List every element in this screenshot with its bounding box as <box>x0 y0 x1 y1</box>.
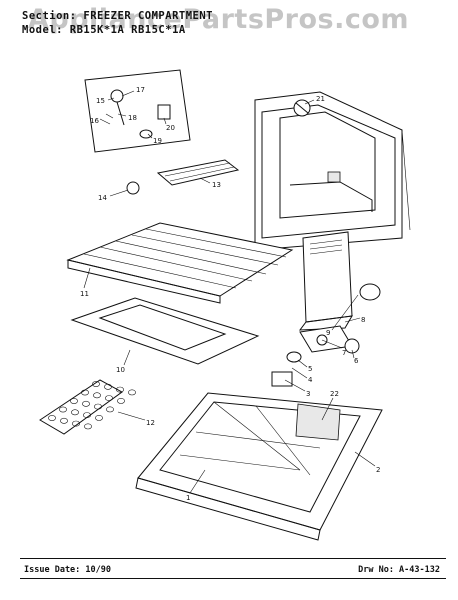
ice-cube-cell <box>48 415 56 421</box>
ice-cube-cell <box>94 403 102 410</box>
callout-leaders <box>83 90 376 494</box>
callout-19: 19 <box>153 137 162 145</box>
panel-10 <box>70 297 260 365</box>
callout-7: 7 <box>342 349 346 357</box>
callout-labels: 1 2 3 4 5 6 7 8 9 10 11 12 13 14 15 16 1… <box>80 86 380 502</box>
ice-cube-cell <box>84 423 92 430</box>
ice-cube-cell <box>81 389 89 396</box>
ice-tray-12 <box>39 379 136 435</box>
callout-15: 15 <box>96 97 105 105</box>
callout-17: 17 <box>136 86 145 94</box>
callout-4: 4 <box>308 376 313 384</box>
callout-16: 16 <box>90 117 99 125</box>
ice-cube-cell <box>106 406 114 413</box>
ice-cube-cell <box>128 389 136 396</box>
callout-12: 12 <box>146 419 155 427</box>
callout-8: 8 <box>361 316 365 324</box>
model-line: Model: RB15K*1A RB15C*1A <box>22 24 186 36</box>
callout-22: 22 <box>330 390 339 398</box>
ice-cube-cell <box>70 398 78 404</box>
ice-cube-cell <box>71 409 79 416</box>
wire-shelf-11 <box>66 222 294 304</box>
callout-9: 9 <box>326 329 330 337</box>
drawing-number: Drw No: A-43-132 <box>358 565 440 575</box>
ice-cube-cell <box>95 414 103 421</box>
issue-date: Issue Date: 10/90 <box>24 565 111 575</box>
callout-13: 13 <box>212 181 221 189</box>
freezer-liner <box>254 91 411 251</box>
footer-rule-top <box>20 558 446 559</box>
callout-6: 6 <box>354 357 359 365</box>
callout-2: 2 <box>376 466 380 474</box>
ice-cube-cell <box>117 397 125 404</box>
ice-cube-cell <box>116 386 124 393</box>
ice-cube-cell <box>60 417 68 424</box>
ice-cube-cell <box>105 395 113 401</box>
callout-18: 18 <box>128 114 137 122</box>
callout-3: 3 <box>306 390 310 398</box>
ice-cube-cell <box>83 412 91 418</box>
callout-21: 21 <box>316 95 325 103</box>
callout-1: 1 <box>186 494 190 502</box>
ice-cube-cell <box>82 400 90 407</box>
callout-11: 11 <box>80 290 89 298</box>
callout-20: 20 <box>166 124 175 132</box>
fan-assembly <box>271 325 360 387</box>
callout-14: 14 <box>98 194 107 202</box>
ice-cube-cell <box>92 381 100 387</box>
ice-cube-cell <box>93 392 101 399</box>
callout-5: 5 <box>308 365 312 373</box>
evaporator-cover-8 <box>298 231 381 331</box>
section-title: Section: FREEZER COMPARTMENT <box>22 10 214 22</box>
bottom-pan-1 <box>135 392 383 541</box>
ice-cube-cell <box>72 420 80 427</box>
ice-cube-cell <box>59 406 67 413</box>
callout-10: 10 <box>116 366 125 374</box>
ice-cube-cell <box>104 383 112 390</box>
footer-rule-bottom <box>20 578 446 579</box>
watermark: AppliancePartsPros.com <box>28 4 410 35</box>
shelf-13 <box>126 159 240 195</box>
small-parts-inset <box>84 69 191 153</box>
